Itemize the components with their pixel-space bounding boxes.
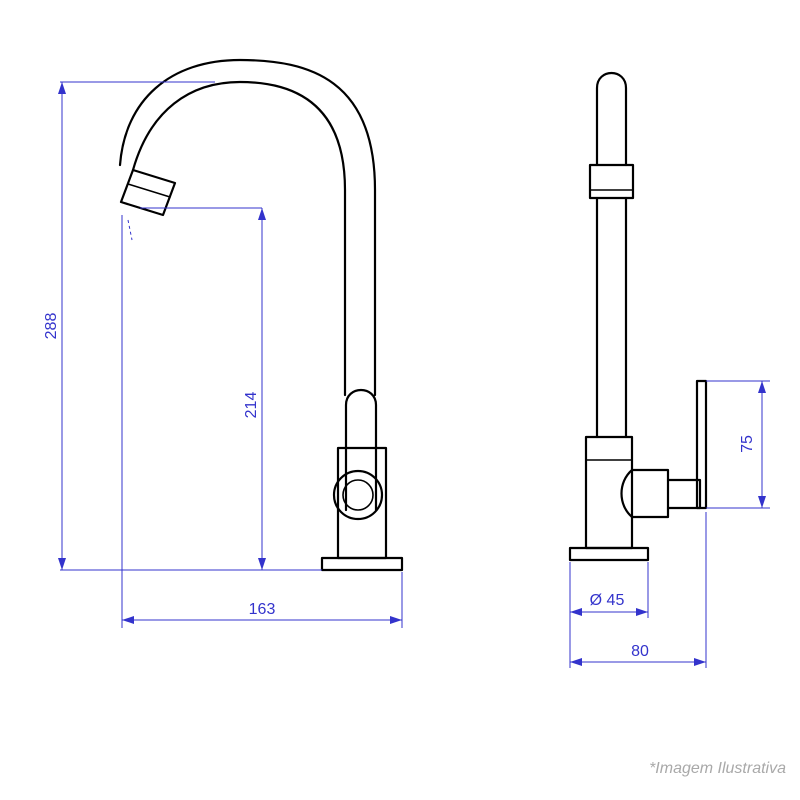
dim-163-arrow-left [122,616,134,624]
dim-80-arrow-left [570,658,582,666]
side-valve-body [620,468,670,519]
dim-75-arrow-bottom [758,496,766,508]
lever-handle [344,389,378,512]
side-base-plate [568,546,650,562]
valve-cap [332,469,384,521]
spout-inner-curve [118,58,377,397]
dim-label-depth: 80 [631,643,649,660]
dim-label-spout-reach: 163 [249,601,276,618]
front-view: 288 214 163 [43,58,404,628]
dim-214-arrow-bottom [258,558,266,570]
side-tube-top [595,72,628,167]
dim-label-handle-height: 75 [739,435,756,453]
dim-label-total-height: 288 [43,313,60,340]
side-lever-blade [695,379,708,510]
dim-label-spout-height: 214 [243,392,260,419]
dim-163-arrow-right [390,616,402,624]
dim-45-arrow-right [636,608,648,616]
dim-288-arrow-top [58,82,66,94]
base-plate [320,556,404,572]
aerator-ring [127,183,171,198]
dim-214-arrow-top [258,208,266,220]
aerator-nozzle [119,168,177,217]
side-tube-stem [595,196,628,439]
dim-75-arrow-top [758,381,766,393]
side-lever-arm [666,478,702,510]
dim-80-arrow-right [694,658,706,666]
spout-outer-curve [131,80,347,397]
illustrative-caption: *Imagem Ilustrativa [649,760,786,777]
dim-288-arrow-bottom [58,558,66,570]
dim-label-base-diameter: Ø 45 [590,592,625,609]
dim-45-arrow-left [570,608,582,616]
water-stream-hint [127,219,133,241]
side-body-collar [584,435,634,550]
side-view: 75 Ø 45 80 [568,72,770,668]
valve-cap-inner [342,479,374,511]
side-aerator-band [588,163,635,200]
